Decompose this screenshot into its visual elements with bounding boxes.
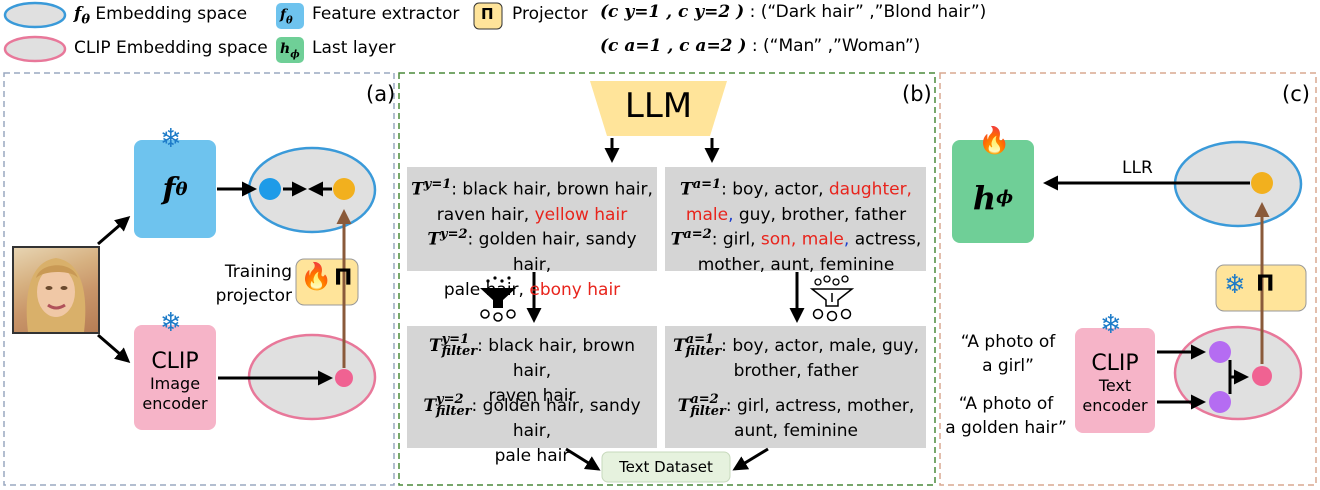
dot-golden-c: [1209, 391, 1231, 413]
snowflake-icon-c1: ❄: [1224, 270, 1246, 300]
ty2-text: Ty=2: golden hair, sandy hair, pale hair…: [427, 227, 637, 300]
clip-embedding-ellipse-swatch: [3, 35, 67, 63]
filter-icon-left: [480, 276, 516, 322]
clip-embedding-space-c: [1173, 325, 1303, 421]
legend-last-layer: Last layer: [312, 38, 396, 58]
clip-image-encoder-text: CLIP Image encoder: [142, 349, 208, 414]
training-projector-label: Training projector: [215, 262, 292, 306]
projector-swatch: [473, 2, 503, 30]
prompt-girl: “A photo of a girl”: [960, 332, 1056, 376]
dot-girl-c: [1209, 341, 1231, 363]
feature-extractor-box: [134, 140, 216, 238]
panel-b-frame: [398, 72, 936, 486]
text-dataset-box: [601, 451, 731, 483]
projector-symbol-c: Π: [1256, 272, 1275, 297]
legend-projector: Projector: [512, 4, 588, 24]
projector-symbol-a: Π: [334, 266, 353, 291]
face-photo: [12, 246, 100, 334]
legend-h-symbol: hϕ: [280, 41, 300, 61]
filter-icon-right: [809, 275, 855, 322]
snowflake-icon-c2: ❄: [1100, 310, 1122, 340]
legend-shapes: [3, 1, 503, 63]
panel-a-frame: [3, 72, 395, 486]
legend-feature-extractor: Feature extractor: [312, 4, 460, 24]
panel-c-label: (c): [1282, 82, 1310, 106]
panel-a-label: (a): [366, 82, 396, 106]
fire-icon-a: 🔥: [300, 262, 333, 292]
feature-extractor-swatch: [276, 3, 304, 29]
dot-mean-c: [1252, 366, 1272, 386]
legend-ca: (c a=1 , c a=2 ) : (“Man” ,”Woman”): [600, 36, 921, 56]
face-illustration: [26, 258, 86, 332]
clip-text-encoder-box: [1075, 328, 1155, 433]
dot-projected-a: [333, 178, 355, 200]
text-dataset-label: Text Dataset: [619, 458, 713, 476]
f-embedding-ellipse-swatch: [3, 1, 67, 29]
fy-box: [407, 326, 657, 448]
legend-feat-symbol: fθ: [280, 7, 293, 27]
llm-label: LLM: [624, 86, 693, 126]
ty1-text: Ty=1: black hair, brown hair, raven hair…: [411, 177, 653, 225]
legend: fθ Embedding space CLIP Embedding space …: [0, 0, 1320, 70]
ty-box: [407, 167, 657, 271]
last-layer-swatch: [276, 37, 304, 63]
llm-trapezoid: [590, 81, 727, 136]
ta-box: [665, 167, 926, 271]
snowflake-icon-a2: ❄: [160, 308, 182, 338]
fa-box: [665, 326, 926, 448]
dot-clip-a: [335, 369, 353, 387]
ta1-text: Ta=1: boy, actor, daughter, male, guy, b…: [680, 177, 912, 225]
clip-image-encoder-box: [134, 325, 216, 430]
legend-cy: (c y=1 , c y=2 ) : (“Dark hair” ,”Blond …: [600, 2, 987, 22]
legend-proj-symbol: Π: [481, 5, 494, 23]
llr-label: LLR: [1122, 158, 1153, 178]
clip-text-encoder-text: CLIP Text encoder: [1082, 351, 1148, 416]
dot-f-embedding-a: [259, 178, 281, 200]
snowflake-icon-a1: ❄: [160, 124, 182, 154]
prompt-golden-hair: “A photo of a golden hair”: [945, 394, 1067, 438]
legend-f-embedding: fθ Embedding space: [74, 4, 248, 28]
panel-c-frame: [939, 72, 1317, 486]
panel-b-label: (b): [902, 82, 932, 106]
legend-clip-embedding: CLIP Embedding space: [74, 38, 268, 58]
dot-projected-c: [1251, 172, 1273, 194]
fire-icon-c: 🔥: [978, 126, 1011, 156]
last-layer-box: [952, 140, 1034, 243]
ta2-text: Ta=2: girl, son, male, actress, mother, …: [670, 227, 922, 275]
